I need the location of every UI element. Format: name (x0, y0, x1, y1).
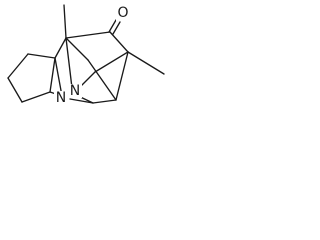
bond-c3-ch2-lower (115, 51, 129, 101)
methyl-bond-right (127, 51, 165, 75)
oxygen-atom-label: O (117, 5, 128, 21)
bond-c2-c3 (109, 31, 129, 53)
ring-bond-3 (7, 77, 23, 103)
nitrogen-atom-label-upper: N (70, 83, 80, 99)
carbonyl-bond-b (112, 21, 121, 35)
bond-c1-n1 (65, 37, 73, 89)
carbonyl-bond-a (108, 19, 117, 33)
bond-c3-ch2-front (94, 51, 129, 73)
ring-bond-1 (27, 53, 56, 59)
nitrogen-atom-label-lower: N (56, 90, 66, 106)
ring-bond-5 (49, 57, 56, 93)
bond-c1-ch2-left (54, 37, 67, 59)
bond-c-n2 (69, 98, 94, 104)
bond-c1-ch2-front (65, 37, 89, 61)
bond-ch2-front-n1 (79, 71, 96, 88)
methyl-bond-top (63, 4, 67, 39)
bond-ch2-n2 (54, 57, 63, 97)
bond-front-bridge (87, 59, 117, 101)
bond-c1-c2 (65, 31, 111, 39)
bond-ch2-lower-c (92, 99, 117, 104)
ring-bond-2 (7, 53, 29, 79)
ring-bond-4 (21, 91, 51, 103)
chemical-structure: O N N (7, 4, 165, 106)
